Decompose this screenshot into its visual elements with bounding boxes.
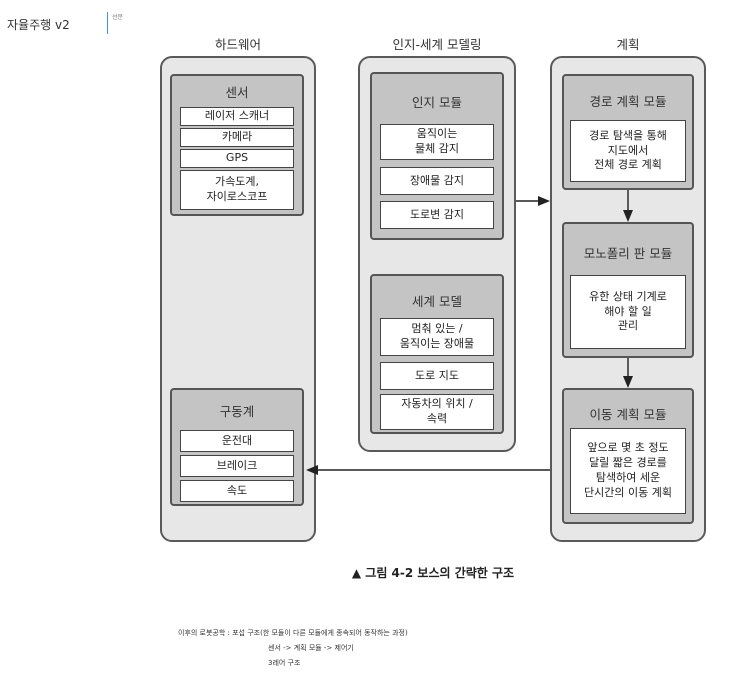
column-heading-perception: 인지-세계 모델링: [392, 37, 482, 52]
route-planning-item: 경로 탐색을 통해 지도에서 전체 경로 계획: [570, 120, 686, 182]
motion-planning-module-title: 이동 계획 모듈: [589, 407, 667, 422]
note-line-1: 이후의 로봇공학 : 포섭 구조(한 모듈이 다른 모듈에게 종속되어 동작하는…: [178, 629, 408, 637]
perception-item-obstacle: 장애물 감지: [380, 167, 494, 195]
sensor-module-title: 센서: [225, 85, 249, 100]
world-model-module-title: 세계 모델: [412, 294, 462, 309]
sensor-item-gps: GPS: [180, 149, 294, 168]
arrow-perception-to-planning-head: [538, 196, 550, 206]
route-planning-module-title: 경로 계획 모듈: [589, 94, 667, 109]
monopoly-module-title: 모노폴리 판 모듈: [583, 246, 673, 261]
world-model-item-road-map: 도로 지도: [380, 362, 494, 390]
column-heading-hardware: 하드웨어: [214, 37, 261, 52]
column-heading-planning: 계획: [616, 37, 640, 52]
world-model-item-obstacles: 멈춰 있는 / 움직이는 장애물: [380, 318, 494, 356]
world-model-item-vehicle-state: 자동차의 위치 / 속력: [380, 394, 494, 430]
drive-item-brake: 브레이크: [180, 455, 294, 477]
section-tag: 선문: [112, 14, 124, 21]
arrow-route-to-monopoly-head: [623, 210, 633, 222]
title-divider: [107, 12, 108, 34]
drive-item-speed: 속도: [180, 480, 294, 502]
drive-module-title: 구동계: [219, 404, 255, 419]
perception-item-moving-objects: 움직이는 물체 감지: [380, 124, 494, 160]
drive-item-steering: 운전대: [180, 430, 294, 452]
perception-item-roadside: 도로변 감지: [380, 201, 494, 229]
arrow-monopoly-to-motion-head: [623, 376, 633, 388]
sensor-item-accelerometer: 가속도계, 자이로스코프: [180, 170, 294, 210]
perception-module-title: 인지 모듈: [412, 95, 462, 110]
arrow-planning-to-hardware-head: [306, 465, 318, 475]
monopoly-item: 유한 상태 기계로 해야 할 일 관리: [570, 275, 686, 349]
sensor-item-camera: 카메라: [180, 128, 294, 147]
figure-caption: ▲ 그림 4-2 보스의 간략한 구조: [351, 566, 515, 580]
page-title: 자율주행 v2: [7, 18, 70, 32]
sensor-item-laser: 레이저 스캐너: [180, 107, 294, 126]
note-line-3: 3레어 구조: [268, 659, 301, 667]
note-line-2: 센서 -> 계획 모듈 -> 제어기: [268, 644, 354, 652]
motion-planning-item: 앞으로 몇 초 정도 달릴 짧은 경로를 탐색하여 세운 단시간의 이동 계획: [570, 428, 686, 514]
